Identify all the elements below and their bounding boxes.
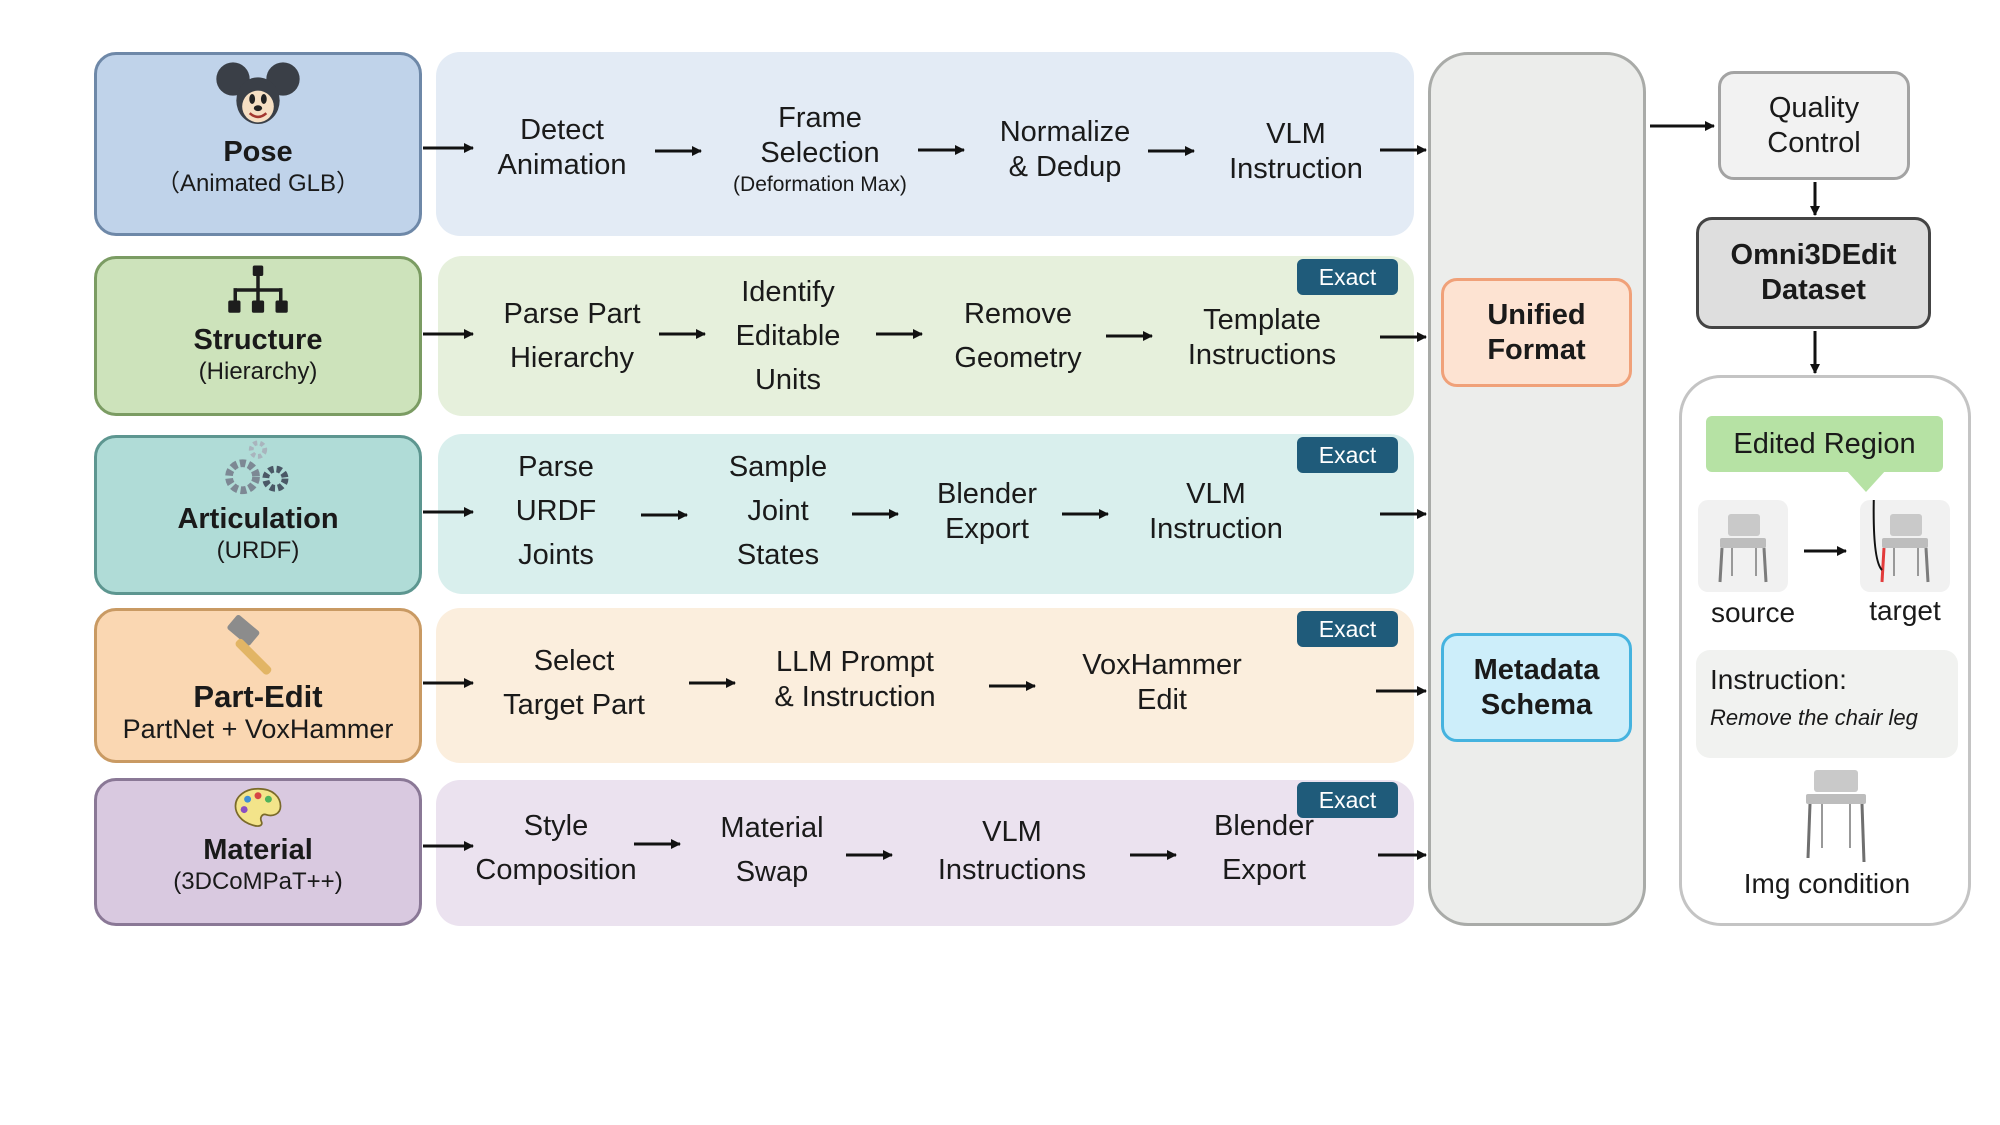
source-name: Part-Edit — [193, 679, 323, 714]
source-name: Articulation — [177, 503, 339, 535]
source-chair-thumbnail — [1698, 500, 1788, 592]
source-material: Material (3DCoMPaT++) — [94, 778, 422, 926]
img-condition-label: Img condition — [1743, 868, 1911, 899]
exact-badge: Exact — [1297, 611, 1398, 647]
hub-column — [1428, 52, 1646, 926]
mouse-head-icon — [216, 62, 300, 124]
pipeline-step: LLM Prompt& Instruction — [774, 646, 936, 713]
source-name: Material — [203, 834, 313, 866]
source-name: Structure — [193, 324, 323, 356]
source-subtitle: （Animated GLB） — [155, 170, 361, 197]
source-subtitle: (Hierarchy) — [198, 358, 318, 385]
source-articulation: Articulation (URDF) — [94, 435, 422, 595]
target-chair-thumbnail — [1860, 489, 1950, 592]
instruction-title: Instruction: — [1710, 664, 1847, 695]
edited-region-label: Edited Region — [1706, 416, 1943, 472]
palette-icon — [234, 787, 282, 827]
target-label: target — [1869, 595, 1941, 626]
exact-badge: Exact — [1297, 437, 1398, 473]
source-subtitle: PartNet + VoxHammer — [122, 714, 394, 744]
exact-badge: Exact — [1297, 259, 1398, 295]
source-subtitle: (URDF) — [216, 537, 300, 564]
chair-icon — [1718, 514, 1768, 583]
pipeline-panel-articulation — [438, 434, 1414, 594]
pipeline-panel-partedit — [436, 608, 1414, 763]
hierarchy-icon — [228, 265, 288, 313]
pipeline-panel-material — [436, 780, 1414, 926]
exact-badge: Exact — [1297, 782, 1398, 818]
instruction-card: Instruction: Remove the chair leg — [1696, 650, 1958, 758]
pipeline-panel-pose — [436, 52, 1414, 236]
edited-region-pointer — [1846, 470, 1886, 492]
source-pose: Pose （Animated GLB） — [94, 52, 422, 236]
instruction-text: Remove the chair leg — [1710, 705, 1918, 730]
condition-chair-image — [1730, 762, 1924, 872]
step-note: (Deformation Max) — [733, 173, 907, 196]
source-name: Pose — [223, 136, 293, 168]
hammer-icon — [227, 615, 272, 675]
pipeline-step: Normalize& Dedup — [999, 116, 1131, 183]
source-label: source — [1710, 597, 1796, 628]
source-subtitle: (3DCoMPaT++) — [173, 868, 343, 895]
chair-icon — [1872, 489, 1930, 583]
source-partedit: Part-Edit PartNet + VoxHammer — [94, 608, 422, 763]
source-structure: Structure (Hierarchy) — [94, 256, 422, 416]
gears-icon — [225, 440, 289, 495]
chair-icon — [1806, 770, 1866, 863]
pipeline-panel-structure — [438, 256, 1414, 416]
